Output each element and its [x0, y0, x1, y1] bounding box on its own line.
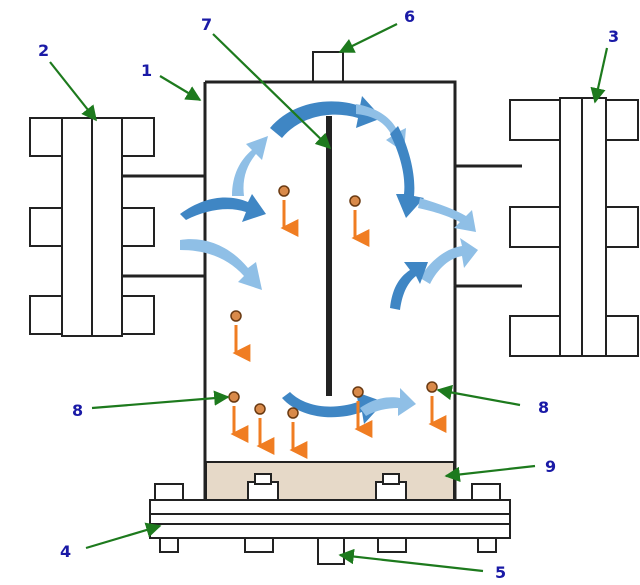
- label-1: 1: [141, 61, 152, 80]
- label-4: 4: [60, 542, 71, 561]
- label-8-left: 8: [72, 401, 83, 420]
- label-2: 2: [38, 41, 49, 60]
- label-7: 7: [201, 15, 212, 34]
- left-pipe: [118, 174, 207, 278]
- label-9: 9: [545, 457, 556, 476]
- baffle-plate: [326, 116, 332, 396]
- bottom-drain-nozzle: [317, 537, 345, 565]
- label-3: 3: [608, 27, 619, 46]
- media-bolts: [247, 473, 407, 501]
- label-6: 6: [404, 7, 415, 26]
- left-flange: [29, 117, 155, 337]
- right-flange: [509, 97, 639, 357]
- filter-media: [205, 461, 455, 501]
- flow-arrows: [180, 96, 478, 424]
- label-8-right: 8: [538, 398, 549, 417]
- leader-lines: [49, 23, 609, 573]
- droplets: [228, 185, 447, 459]
- top-outlet-nozzle: [312, 51, 344, 83]
- bottom-flange: [149, 483, 511, 553]
- label-5: 5: [495, 563, 506, 582]
